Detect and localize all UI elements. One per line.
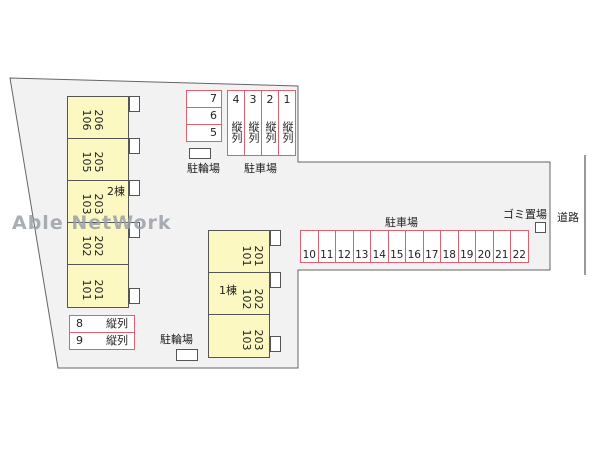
parking-stall-7: 7	[186, 90, 222, 108]
parking-stall-5: 5	[186, 124, 222, 142]
parking-stall-9: 9 縦列	[69, 332, 135, 350]
parking-stall-8: 8 縦列	[69, 315, 135, 333]
building-1-label: 1棟	[219, 284, 237, 297]
parking-stall-12: 12	[335, 230, 354, 263]
parking-top-label: 駐車場	[244, 162, 277, 175]
parking-stall-16: 16	[405, 230, 424, 263]
bike-parking-top-label: 駐輪場	[187, 162, 220, 175]
parking-stall-10: 10	[300, 230, 319, 263]
parking-stall-19: 19	[457, 230, 476, 263]
road-label: 道路	[557, 211, 579, 224]
building-2-label: 2棟	[107, 185, 125, 198]
parking-stall-22: 22	[510, 230, 529, 263]
bike-shelter-bottom	[176, 349, 198, 361]
parking-stall-4: 4 縦列	[227, 90, 245, 156]
parking-stall-17: 17	[422, 230, 441, 263]
parking-stall-2: 2 縦列	[261, 90, 279, 156]
watermark-logo: Able NetWork	[12, 212, 172, 234]
parking-stall-15: 15	[387, 230, 406, 263]
parking-stall-20: 20	[475, 230, 494, 263]
parking-stall-14: 14	[370, 230, 389, 263]
parking-stall-21: 21	[492, 230, 511, 263]
building-1	[208, 230, 270, 358]
lot-area	[9, 77, 551, 369]
parking-main-label: 駐車場	[385, 216, 418, 229]
building-2	[67, 96, 129, 308]
parking-stall-11: 11	[317, 230, 336, 263]
garbage-label: ゴミ置場	[503, 208, 547, 221]
bike-parking-bottom-label: 駐輪場	[160, 333, 193, 346]
parking-stall-13: 13	[352, 230, 371, 263]
garbage-box	[535, 222, 546, 233]
parking-stall-6: 6	[186, 107, 222, 125]
parking-stall-3: 3 縦列	[244, 90, 262, 156]
parking-stall-18: 18	[440, 230, 459, 263]
bike-shelter-top	[189, 148, 211, 159]
parking-stall-1: 1 縦列	[278, 90, 296, 156]
